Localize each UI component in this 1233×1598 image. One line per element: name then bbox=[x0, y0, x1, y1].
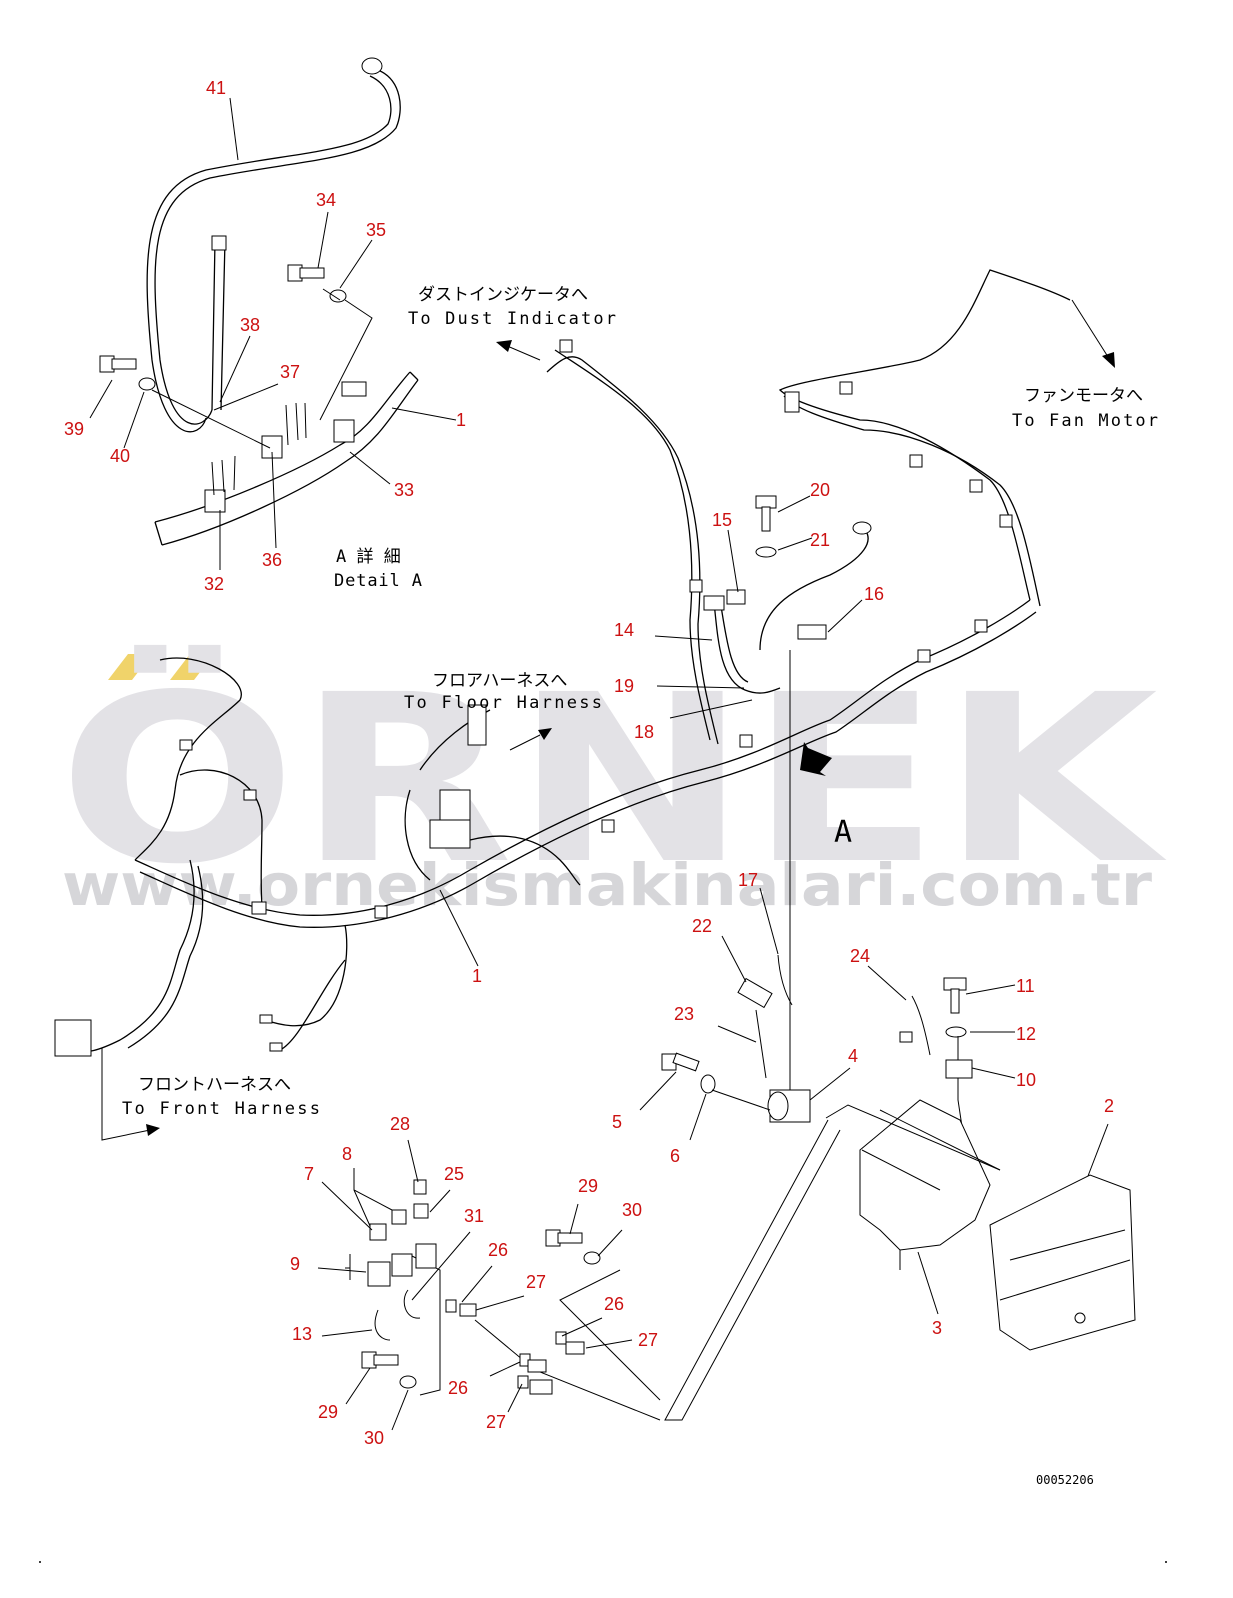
view-a-arrow bbox=[800, 742, 832, 776]
callout-10: 10 bbox=[1016, 1070, 1036, 1090]
callout-33: 33 bbox=[394, 480, 414, 500]
callout-13: 13 bbox=[292, 1324, 312, 1344]
callout-11: 11 bbox=[1016, 976, 1035, 996]
callout-27-c: 27 bbox=[486, 1412, 506, 1432]
main-harness bbox=[54, 269, 1071, 1057]
callouts: 41 34 35 38 37 1 39 40 33 32 36 20 15 21… bbox=[64, 78, 1114, 1448]
bracket-assembly bbox=[409, 495, 1136, 1421]
watermark: ÖRNEK www.ornekismakinalari.com.tr bbox=[58, 644, 1167, 919]
detail-a-assembly bbox=[99, 57, 419, 546]
callout-1-detail: 1 bbox=[456, 410, 466, 430]
note-dust-indicator-jp: ダストインジケータへ bbox=[418, 285, 588, 305]
front-harness-connector bbox=[54, 1019, 92, 1057]
arrows bbox=[101, 299, 1115, 1141]
arrow-floor-harness bbox=[509, 734, 541, 751]
watermark-logo: ÖRNEK bbox=[58, 644, 1167, 915]
drawing-number: 00052206 bbox=[1036, 1473, 1094, 1487]
callout-26-a: 26 bbox=[488, 1240, 508, 1260]
battery-cable-41 bbox=[154, 69, 401, 425]
callout-9: 9 bbox=[290, 1254, 300, 1274]
callout-3: 3 bbox=[932, 1318, 942, 1338]
note-detail-jp: A 詳 細 bbox=[336, 547, 401, 567]
callout-31: 31 bbox=[464, 1206, 484, 1226]
callout-38: 38 bbox=[240, 315, 260, 335]
relays-group bbox=[345, 1179, 601, 1395]
note-fan-motor-jp: ファンモータへ bbox=[1024, 386, 1143, 406]
callout-23: 23 bbox=[674, 1004, 694, 1024]
callout-19: 19 bbox=[614, 676, 634, 696]
note-front-harness-en: To Front Harness bbox=[122, 1099, 320, 1119]
callout-5: 5 bbox=[612, 1112, 622, 1132]
watermark-accent-left bbox=[108, 654, 152, 680]
callout-15: 15 bbox=[712, 510, 732, 530]
corner-mark-right bbox=[1165, 1561, 1167, 1563]
callout-29-upper: 29 bbox=[578, 1176, 598, 1196]
note-floor-harness-jp: フロアハーネスへ bbox=[432, 671, 567, 691]
cap-16 bbox=[797, 624, 827, 640]
note-front-harness-jp: フロントハーネスへ bbox=[138, 1075, 291, 1095]
note-dust-indicator-en: To Dust Indicator bbox=[408, 309, 616, 329]
washer-40 bbox=[138, 377, 156, 391]
callout-30-upper: 30 bbox=[622, 1200, 642, 1220]
cover-plate-2 bbox=[989, 1174, 1136, 1351]
note-detail-en: Detail A bbox=[334, 571, 422, 591]
callout-34: 34 bbox=[316, 190, 336, 210]
callout-26-b: 26 bbox=[604, 1294, 624, 1314]
callout-4: 4 bbox=[848, 1046, 858, 1066]
callout-1-main: 1 bbox=[472, 966, 482, 986]
callout-32: 32 bbox=[204, 574, 224, 594]
callout-27-a: 27 bbox=[526, 1272, 546, 1292]
callout-37: 37 bbox=[280, 362, 300, 382]
callout-29-lower: 29 bbox=[318, 1402, 338, 1422]
callout-40: 40 bbox=[110, 446, 130, 466]
arrow-dust-indicator bbox=[504, 344, 541, 361]
callout-17: 17 bbox=[738, 870, 758, 890]
arrow-front-harness bbox=[101, 1048, 151, 1141]
callout-41: 41 bbox=[206, 78, 226, 98]
cap-15 bbox=[726, 589, 746, 605]
callout-24: 24 bbox=[850, 946, 870, 966]
callout-39: 39 bbox=[64, 419, 84, 439]
callout-20: 20 bbox=[810, 480, 830, 500]
arrow-fan-motor bbox=[1071, 299, 1111, 361]
callout-25: 25 bbox=[444, 1164, 464, 1184]
corner-mark-left bbox=[39, 1561, 41, 1563]
note-fan-motor-en: To Fan Motor bbox=[1012, 411, 1158, 431]
callout-36: 36 bbox=[262, 550, 282, 570]
callout-22: 22 bbox=[692, 916, 712, 936]
strap-38 bbox=[211, 239, 226, 411]
watermark-accent-right bbox=[170, 654, 214, 680]
callout-28: 28 bbox=[390, 1114, 410, 1134]
watermark-url: www.ornekismakinalari.com.tr bbox=[62, 851, 1152, 919]
callout-2: 2 bbox=[1104, 1096, 1114, 1116]
relay-25 bbox=[415, 1243, 437, 1269]
callout-26-c: 26 bbox=[448, 1378, 468, 1398]
callout-30-lower: 30 bbox=[364, 1428, 384, 1448]
callout-21: 21 bbox=[810, 530, 830, 550]
callout-7: 7 bbox=[304, 1164, 314, 1184]
callout-6: 6 bbox=[670, 1146, 680, 1166]
callout-14: 14 bbox=[614, 620, 634, 640]
cable-terminal bbox=[361, 57, 383, 75]
bracket-3 bbox=[859, 1099, 991, 1251]
callout-12: 12 bbox=[1016, 1024, 1036, 1044]
callout-16: 16 bbox=[864, 584, 884, 604]
note-view-a: A bbox=[834, 815, 852, 850]
leader-lines bbox=[89, 97, 1109, 1431]
callout-18: 18 bbox=[634, 722, 654, 742]
sensor-10 bbox=[945, 1059, 973, 1079]
callout-35: 35 bbox=[366, 220, 386, 240]
callout-8: 8 bbox=[342, 1144, 352, 1164]
connector-cluster bbox=[429, 819, 471, 849]
washer-35 bbox=[329, 289, 347, 303]
callout-27-b: 27 bbox=[638, 1330, 658, 1350]
